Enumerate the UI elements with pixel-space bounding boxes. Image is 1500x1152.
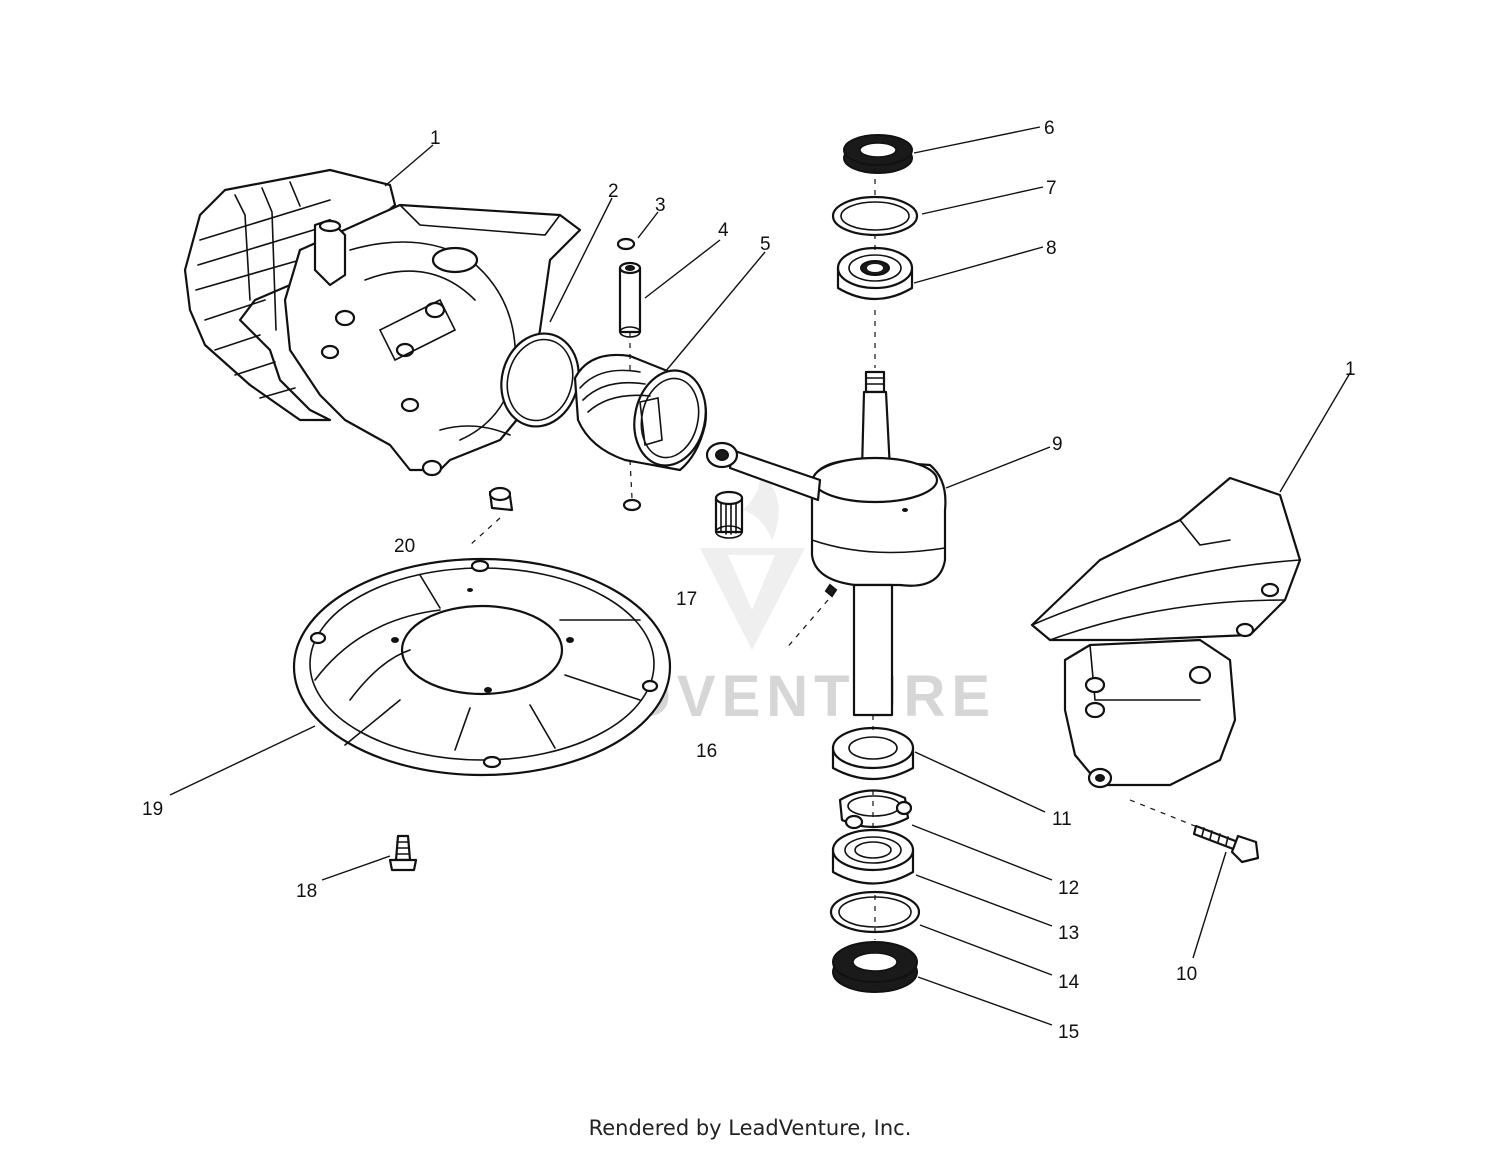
- callout-19: 19: [142, 799, 163, 820]
- callout-7: 7: [1046, 178, 1057, 199]
- crankshaft[interactable]: [705, 370, 947, 717]
- callout-16: 16: [696, 741, 717, 762]
- callout-6: 6: [1044, 118, 1055, 139]
- baffle-plate[interactable]: [292, 557, 672, 777]
- callout-labels: 1 2 3 4 5 6 7 8 9 1 10 11 12 13 14 15 16…: [142, 118, 1356, 1043]
- ball-bearing-top[interactable]: [836, 246, 914, 301]
- crankcase-cylinder-left[interactable]: [183, 168, 582, 477]
- callout-11: 11: [1052, 809, 1072, 830]
- shim-washer-bottom[interactable]: [829, 890, 921, 934]
- callout-2: 2: [608, 181, 619, 202]
- callout-1-left: 1: [430, 128, 441, 149]
- piston-pin-clip[interactable]: [616, 237, 642, 512]
- shim-washer-top[interactable]: [831, 195, 919, 237]
- screw-bottom-left[interactable]: [388, 834, 418, 872]
- callout-3: 3: [655, 195, 666, 216]
- screw-right[interactable]: [1192, 824, 1260, 864]
- callout-4: 4: [718, 220, 729, 241]
- assembly-centerlines: [469, 168, 1196, 940]
- callout-13: 13: [1058, 923, 1079, 944]
- callout-18: 18: [296, 881, 317, 902]
- dowel-bushing[interactable]: [488, 486, 514, 512]
- callout-5: 5: [760, 234, 771, 255]
- leader-lines: [169, 126, 1351, 1026]
- watermark-logo: [700, 470, 805, 650]
- seal-bottom[interactable]: [832, 941, 918, 993]
- thrust-collar[interactable]: [831, 726, 915, 781]
- retainer-clamp[interactable]: [838, 789, 913, 830]
- callout-12: 12: [1058, 878, 1079, 899]
- rendered-by-footer: Rendered by LeadVenture, Inc.: [588, 1116, 912, 1140]
- seal-top[interactable]: [843, 134, 913, 174]
- piston-ring[interactable]: [491, 325, 589, 435]
- piston-pin[interactable]: [618, 261, 642, 338]
- ball-bearing-bottom[interactable]: [831, 828, 915, 885]
- callout-15: 15: [1058, 1022, 1079, 1043]
- callout-1-right: 1: [1345, 359, 1356, 380]
- piston[interactable]: [573, 353, 714, 472]
- crankcase-half-right[interactable]: [1030, 476, 1302, 789]
- callout-8: 8: [1046, 238, 1057, 259]
- callout-10: 10: [1176, 964, 1197, 985]
- needle-bearing[interactable]: [714, 490, 838, 598]
- callout-14: 14: [1058, 972, 1080, 993]
- callout-9: 9: [1052, 434, 1063, 455]
- callout-17: 17: [676, 589, 697, 610]
- callout-20: 20: [394, 536, 415, 557]
